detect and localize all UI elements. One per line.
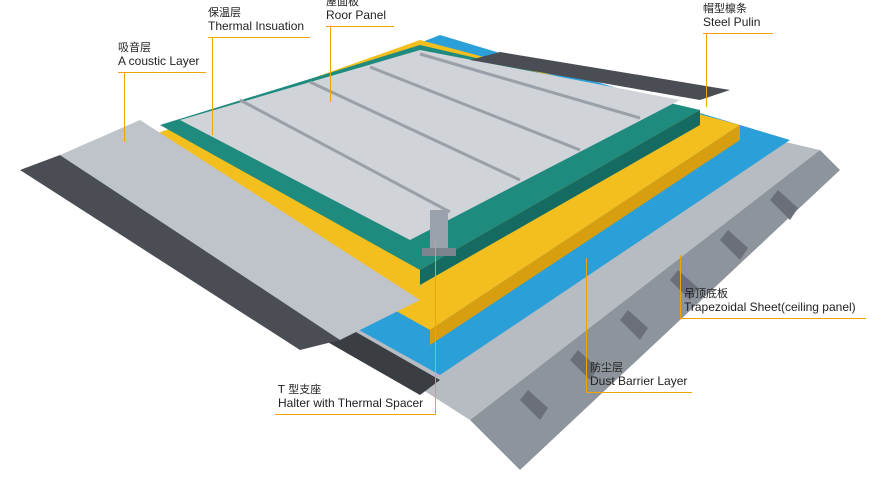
leader-purlin-drop [706, 33, 707, 107]
label-purlin-en: Steel Pulin [703, 14, 761, 29]
steel-purlin-top [60, 120, 420, 340]
leader-dust-drop [586, 258, 587, 393]
label-roof-en: Roor Panel [326, 7, 387, 22]
roof-panel-ribs [239, 52, 641, 214]
thermal-insulation-edge [420, 110, 700, 285]
label-ceiling-cn: 吊顶底板 [684, 287, 728, 300]
label-purlin-cn: 帽型檩条 [703, 2, 747, 15]
label-steel-purlin: 帽型檩条 Steel Pulin [703, 2, 761, 29]
label-acoustic-en: A coustic Layer [118, 53, 200, 68]
label-thermal-insulation: 保温层 Thermal Insuation [208, 6, 305, 33]
label-halter-en: Halter with Thermal Spacer [278, 395, 424, 410]
label-ceiling-en: Trapezoidal Sheet(ceiling panel) [684, 299, 856, 314]
leader-roof-drop [330, 26, 331, 102]
label-ceiling-panel: 吊顶底板 Trapezoidal Sheet(ceiling panel) [684, 287, 856, 314]
roof-panel [180, 50, 680, 240]
steel-purlin [20, 155, 340, 350]
leader-roof-underline [326, 26, 394, 27]
leader-dust-underline [586, 392, 692, 393]
halter-bracket [422, 210, 456, 256]
leader-purlin-underline [703, 33, 773, 34]
label-thermal-en: Thermal Insuation [208, 18, 305, 33]
label-dust-en: Dust Barrier Layer [590, 373, 688, 388]
leader-acoustic-drop [124, 72, 125, 142]
label-acoustic-layer: 吸音层 A coustic Layer [118, 41, 200, 68]
label-dust-barrier: 防尘层 Dust Barrier Layer [590, 361, 688, 388]
label-roof-cn: 屋面板 [326, 0, 359, 8]
label-dust-cn: 防尘层 [590, 361, 623, 374]
leader-halter-drop [435, 240, 436, 415]
acoustic-layer-edge [430, 125, 740, 345]
steel-purlin-back [470, 52, 730, 100]
leader-thermal-drop [212, 37, 213, 135]
label-roof-panel: 屋面板 Roor Panel [326, 0, 386, 22]
leader-ceiling-underline [680, 318, 866, 319]
leader-halter-underline [275, 414, 435, 415]
leader-acoustic-underline [118, 72, 206, 73]
leader-thermal-underline [208, 37, 310, 38]
label-thermal-cn: 保温层 [208, 6, 241, 19]
label-halter-cn: T 型支座 [278, 383, 322, 396]
leader-ceiling-drop [680, 255, 681, 319]
label-acoustic-cn: 吸音层 [118, 41, 151, 54]
label-halter: T 型支座 Halter with Thermal Spacer [278, 383, 424, 410]
